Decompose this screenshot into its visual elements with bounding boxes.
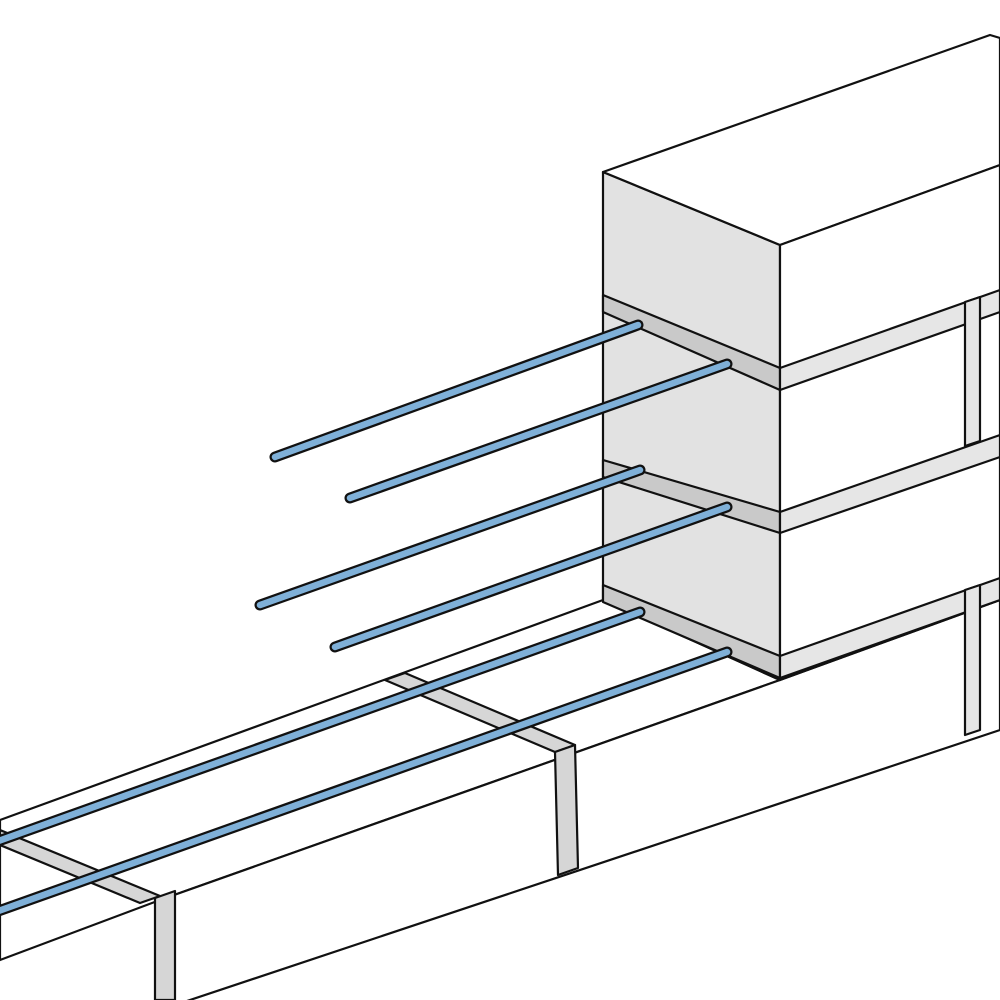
rebar xyxy=(269,319,644,463)
mortar-band-front xyxy=(778,576,1000,680)
pillar-front-face xyxy=(778,163,1000,682)
mortar-band-front xyxy=(778,433,1000,535)
rebar xyxy=(0,646,733,917)
rebar xyxy=(344,358,733,504)
rebar-group xyxy=(0,319,733,917)
mortar-joint-vertical xyxy=(963,583,982,737)
rebar xyxy=(254,464,646,611)
mortar-band-front xyxy=(778,288,1000,392)
pillar xyxy=(601,33,1000,737)
mortar-joint-front xyxy=(553,743,580,877)
rebar xyxy=(329,501,733,653)
pillar-top-face xyxy=(601,33,1000,247)
rebar xyxy=(0,606,646,847)
mortar-joint-front xyxy=(153,889,177,1000)
mortar-joint-vertical xyxy=(963,295,982,448)
